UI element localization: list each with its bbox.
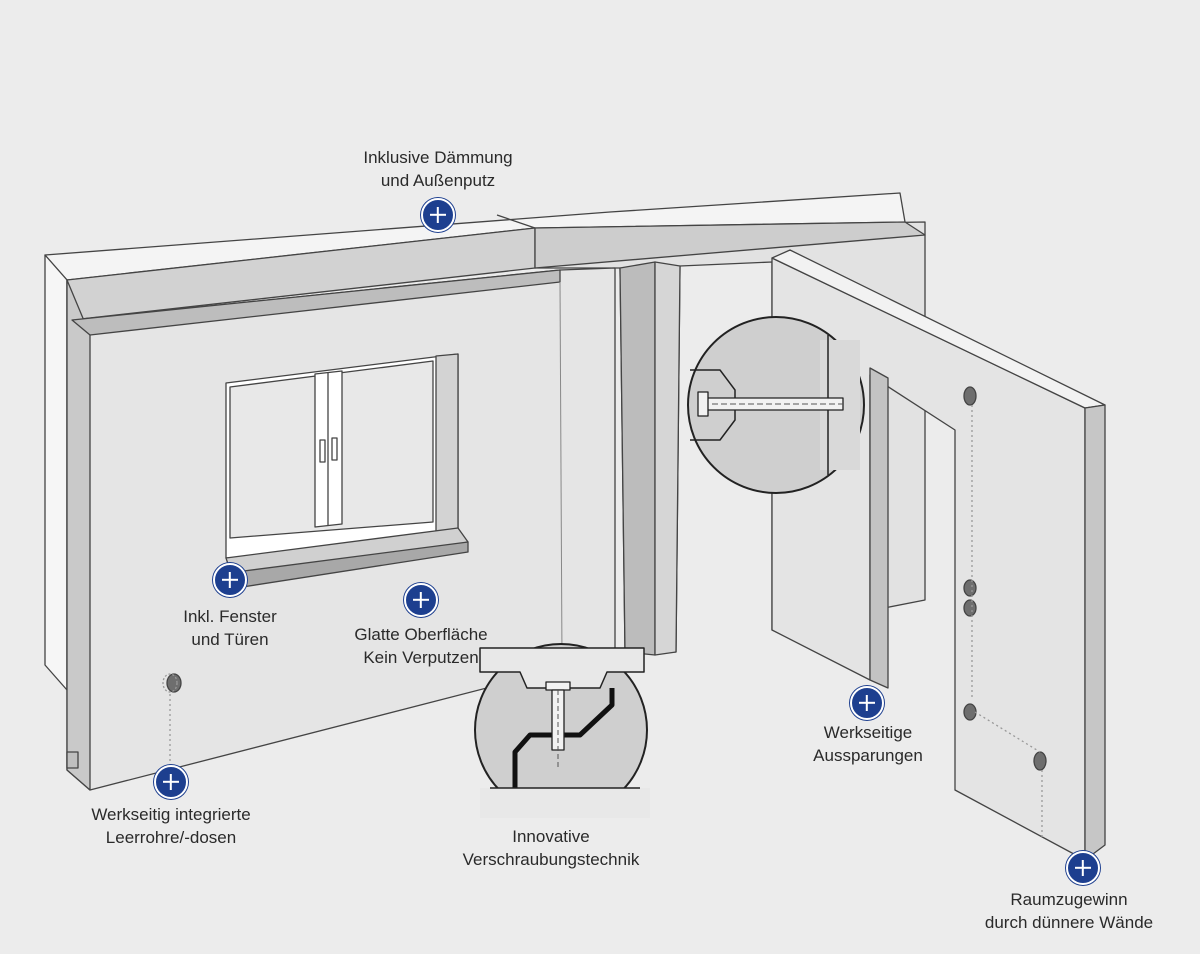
hotspot-aussparungen-button[interactable] bbox=[850, 686, 884, 720]
label-line: Glatte Oberfläche bbox=[354, 625, 488, 644]
hotspot-fenster-button[interactable] bbox=[213, 563, 247, 597]
hotspot-leerrohre-button[interactable] bbox=[154, 765, 188, 799]
label-line: und Türen bbox=[191, 630, 269, 649]
label-aussparungen: Werkseitige Aussparungen bbox=[728, 721, 1008, 767]
label-line: Inkl. Fenster bbox=[183, 607, 277, 626]
label-line: Werkseitige bbox=[823, 723, 913, 742]
hotspot-oberflaeche-button[interactable] bbox=[404, 583, 438, 617]
label-raumgewinn: Raumzugewinn durch dünnere Wände bbox=[929, 888, 1200, 934]
label-line: Aussparungen bbox=[813, 746, 923, 765]
label-line: durch dünnere Wände bbox=[984, 913, 1154, 932]
insulation-left-edge bbox=[44, 254, 68, 691]
label-oberflaeche: Glatte Oberfläche Kein Verputzen bbox=[281, 623, 561, 669]
label-line: Kein Verputzen bbox=[363, 648, 479, 667]
hotspot-daemmung-button[interactable] bbox=[421, 198, 455, 232]
label-line: Leerrohre/-dosen bbox=[105, 828, 237, 847]
hotspot-raumgewinn-button[interactable] bbox=[1066, 851, 1100, 885]
detail-bolt-connection bbox=[687, 316, 865, 494]
label-line: Werkseitig integrierte bbox=[91, 805, 251, 824]
label-daemmung: Inklusive Dämmung und Außenputz bbox=[298, 146, 578, 192]
label-leerrohre: Werkseitig integrierte Leerrohre/-dosen bbox=[31, 803, 311, 849]
label-verschraubung: Innovative Verschraubungstechnik bbox=[411, 825, 691, 871]
detail-screw-technique bbox=[474, 643, 650, 818]
conduit-socket-front bbox=[162, 673, 182, 770]
window bbox=[225, 353, 469, 589]
label-line: Innovative bbox=[512, 827, 590, 846]
label-fenster: Inkl. Fenster und Türen bbox=[90, 605, 370, 651]
label-line: Raumzugewinn bbox=[1010, 890, 1128, 909]
label-line: Inklusive Dämmung bbox=[363, 148, 513, 167]
label-line: Verschraubungstechnik bbox=[462, 850, 640, 869]
label-line: und Außenputz bbox=[380, 171, 496, 190]
